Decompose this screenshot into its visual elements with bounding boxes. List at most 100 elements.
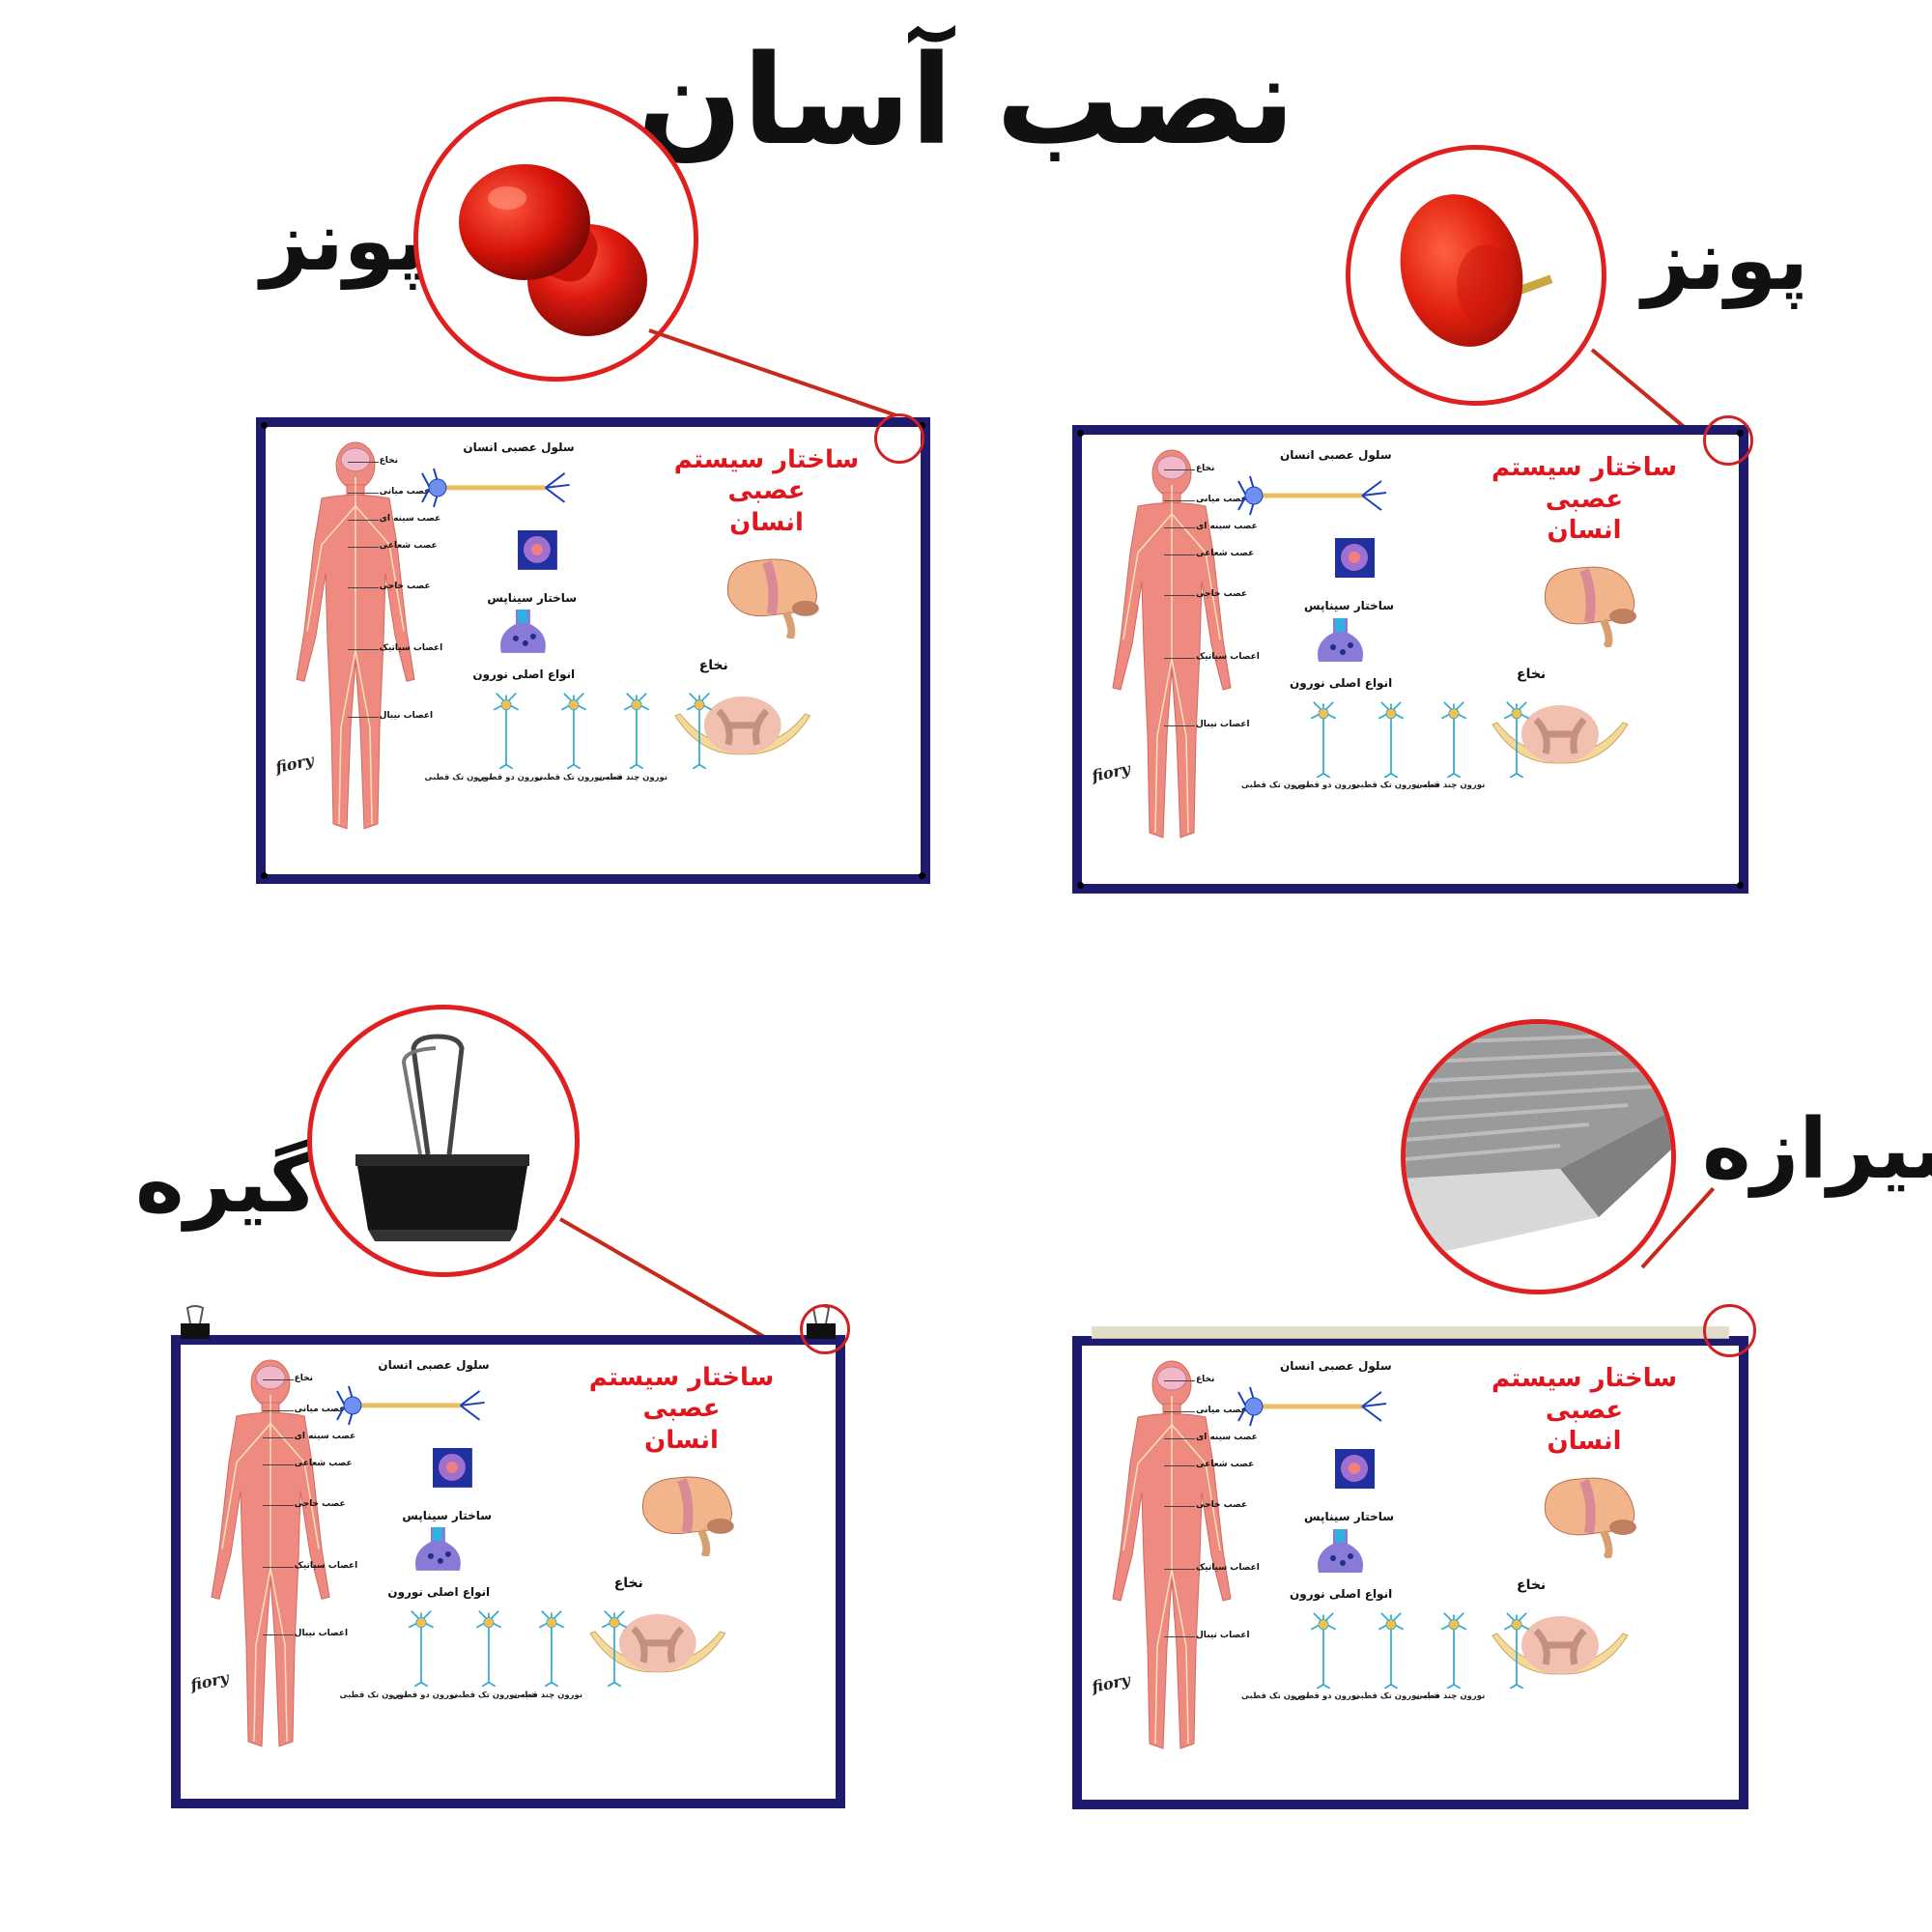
human-body-figure <box>296 441 415 830</box>
section-synapse: ساختار سیناپس <box>402 1508 492 1522</box>
label-line <box>347 717 379 719</box>
spinal-cord-illustration <box>674 696 811 755</box>
binder-clip-icon <box>355 1034 529 1241</box>
thumb-tack-icon <box>1400 194 1553 347</box>
neuron-type-label: شبه نورون تک قطبی <box>1352 1691 1439 1701</box>
section-neuron-types: انواع اصلی نورون <box>387 1585 491 1600</box>
neuron-illustration <box>1378 1612 1405 1690</box>
cell-body-illustration <box>1335 1449 1375 1489</box>
nerve-cell-illustration <box>420 468 570 508</box>
body-label: عصب خاجی <box>1196 589 1248 599</box>
neuron-illustration <box>1310 1612 1337 1690</box>
section-synapse: ساختار سیناپس <box>1304 599 1395 612</box>
label-line <box>262 1567 294 1569</box>
spinal-cord-illustration <box>1492 1616 1629 1675</box>
highlight-ring <box>874 413 924 464</box>
body-label: اعصاب سیاتیک <box>294 1561 358 1572</box>
binder-clip-small-icon <box>176 1304 214 1347</box>
neuron-illustration <box>601 1610 627 1688</box>
poster-title-line2: انسان <box>1547 516 1622 545</box>
label-line <box>1164 527 1195 528</box>
body-label: عصب شعاعی <box>379 540 438 551</box>
body-label: عصب خاجی <box>294 1498 346 1509</box>
label-line <box>1164 554 1195 555</box>
neuron-type-label: نورون چند قطبی <box>1415 1691 1486 1701</box>
body-label: عصب خاجی <box>1196 1500 1248 1510</box>
spinal-cord-illustration <box>1492 705 1629 764</box>
binding-strip-bar <box>1092 1326 1729 1339</box>
cell-body-illustration <box>1335 538 1375 578</box>
neuron-illustration <box>538 1610 565 1688</box>
human-body-figure <box>1112 449 1232 838</box>
body-label: عصب میانی <box>1196 495 1247 504</box>
human-body-figure <box>211 1359 330 1747</box>
section-neuron-types: انواع اصلی نورون <box>1290 1587 1393 1601</box>
body-label: عصب سینه ای <box>1196 522 1258 531</box>
neuron-type-label: شبه نورون تک قطبی <box>450 1689 537 1699</box>
body-label: اعصاب سیاتیک <box>1196 1563 1260 1573</box>
body-label: عصب شعاعی <box>294 1458 353 1468</box>
label-line <box>262 1504 294 1506</box>
body-label: اعصاب نیبال <box>1196 1631 1250 1640</box>
neuron-type-label: نورون چند قطبی <box>1415 781 1486 790</box>
neuron-type-label: شبه نورون تک قطبی <box>535 771 622 781</box>
poster-title-line2: انسان <box>729 507 804 537</box>
section-nerve-cell: سلول عصبی انسان <box>463 440 575 454</box>
section-spinal-cord: نخاع <box>698 658 728 674</box>
neuron-illustration <box>409 1610 435 1688</box>
body-label: عصب سینه ای <box>294 1431 356 1441</box>
page-title: نصب آسان <box>637 29 1295 173</box>
highlight-ring <box>800 1304 850 1354</box>
poster-title-line1: ساختار سیستم عصبی <box>673 444 860 506</box>
body-label: اعصاب نیبال <box>1196 720 1250 729</box>
neuron-type-label: نورون دو قطبی <box>1294 1691 1360 1701</box>
body-label: اعصاب نیبال <box>379 711 434 722</box>
synapse-illustration <box>1318 618 1363 662</box>
section-spinal-cord: نخاع <box>1517 667 1547 682</box>
label-line <box>262 1634 294 1636</box>
highlight-ring <box>1703 415 1753 466</box>
label-line <box>1164 1569 1195 1570</box>
spinal-cord-illustration <box>589 1614 726 1673</box>
label-line <box>1164 1465 1195 1466</box>
body-label: عصب سینه ای <box>1196 1433 1258 1442</box>
cell-body-illustration <box>518 529 558 570</box>
pin-dot <box>919 422 925 429</box>
neuron-illustration <box>686 693 712 770</box>
label-line <box>1164 1411 1195 1412</box>
zoom-circle-binding-strip <box>1401 1019 1676 1294</box>
label-line <box>347 492 379 494</box>
section-spinal-cord: نخاع <box>613 1576 643 1592</box>
pin-dot <box>261 872 268 879</box>
label-line <box>1164 595 1195 596</box>
body-label: نخاع <box>1196 464 1215 473</box>
neuron-illustration <box>560 693 587 770</box>
label-line <box>1164 1506 1195 1507</box>
neuron-illustration <box>494 693 520 770</box>
section-synapse: ساختار سیناپس <box>487 590 577 605</box>
leader-line <box>648 328 896 417</box>
body-label: اعصاب سیاتیک <box>1196 652 1260 662</box>
body-label: اعصاب نیبال <box>294 1629 349 1639</box>
label-line <box>347 546 379 548</box>
body-label: عصب میانی <box>379 486 431 497</box>
synapse-illustration <box>500 610 547 654</box>
label-line <box>262 1409 294 1411</box>
section-nerve-cell: سلول عصبی انسان <box>378 1357 490 1372</box>
label-line <box>1164 469 1195 470</box>
zoom-circle-thumb-tack <box>1346 145 1606 406</box>
neuron-illustration <box>1440 701 1467 779</box>
nerve-cell-illustration <box>1237 475 1387 516</box>
label-line <box>1164 658 1195 659</box>
pin-dot <box>1077 882 1084 889</box>
section-spinal-cord: نخاع <box>1517 1577 1547 1593</box>
section-nerve-cell: سلول عصبی انسان <box>1280 1359 1392 1373</box>
zoom-circle-binder-clip <box>307 1005 580 1277</box>
pin-dot <box>1077 430 1084 437</box>
neuron-type-label: نورون دو قطبی <box>477 771 543 781</box>
body-label: عصب میانی <box>1196 1406 1247 1415</box>
